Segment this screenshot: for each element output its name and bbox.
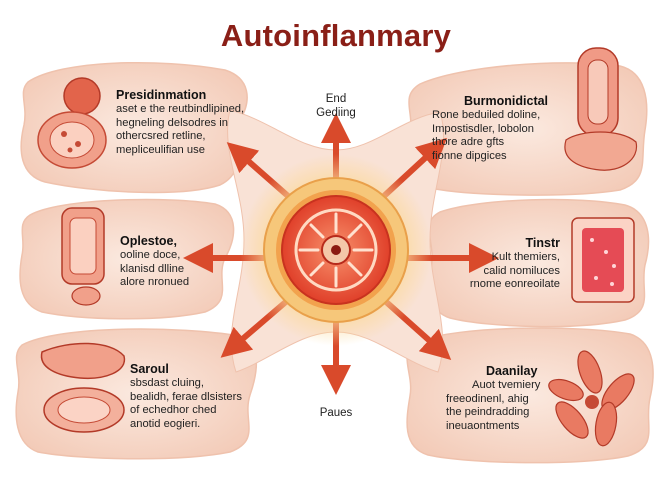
panel-line: Kult themiers, [491, 251, 560, 263]
panel-heading: Daanilay [486, 364, 538, 378]
cell-illustration-mid-right [571, 217, 635, 303]
panel-bot-left: Saroul sbsdast cluing, bealidh, ferae dl… [130, 362, 242, 431]
panel-line: thore adre gfts [432, 136, 505, 148]
panel-heading: Burmonidictal [464, 94, 549, 108]
top-center-label-line2: Gediing [316, 107, 356, 119]
cell-illustration-mid-left [61, 207, 105, 306]
panel-line: ooline doce, [120, 249, 181, 261]
panel-line: freeodinenl, ahig [446, 392, 529, 405]
panel-top-left: Presidinmation aset e the reutbindlipine… [116, 88, 244, 157]
central-cell [240, 154, 432, 346]
top-center-label-line1: End [325, 93, 347, 105]
panel-heading: Presidinmation [116, 88, 207, 102]
panel-line: klanisd dlline [120, 262, 185, 275]
panel-heading: Saroul [130, 362, 169, 376]
top-center-label: End Gediing [306, 92, 366, 120]
panel-line: othercsred retline, [116, 130, 206, 142]
panel-line: hegneling delsodres in [116, 116, 228, 129]
cell-illustration-bot-right [548, 350, 635, 447]
panel-line: Rone beduiled doline, [432, 109, 541, 121]
cell-illustration-bot-left [40, 342, 126, 433]
cell-illustration-top-right [564, 47, 638, 171]
panel-line: calid nomiluces [483, 264, 560, 277]
panel-line: Impostisdler, lobolon [432, 122, 534, 135]
panel-line: rnome eonreoilate [469, 278, 560, 290]
panel-line: aset e the reutbindlipined, [116, 103, 245, 115]
diagram-title: Autoinflanmary [220, 18, 452, 53]
panel-mid-left: Oplestoe, ooline doce, klanisd dlline al… [120, 234, 189, 290]
panel-top-right: Burmonidictal Rone beduiled doline, Impo… [432, 94, 548, 163]
panel-line: mepliceulifian use [116, 143, 205, 156]
bottom-center-label: Paues [319, 407, 353, 419]
cell-illustration-top-left [37, 77, 107, 169]
panel-line: the peindradding [446, 406, 530, 418]
panel-line: Auot tvemiery [472, 379, 541, 391]
panel-bot-right: Daanilay Auot tvemiery freeodinenl, ahig… [446, 364, 540, 433]
panel-line: fionne dipgices [432, 149, 507, 162]
panel-heading: Tinstr [525, 236, 561, 250]
panel-line: of echedhor ched [130, 404, 217, 416]
panel-heading: Oplestoe, [120, 234, 177, 248]
panel-mid-right: Tinstr Kult themiers, calid nomiluces rn… [460, 236, 560, 292]
panel-line: sbsdast cluing, [130, 377, 205, 389]
panel-line: ineuaontments [446, 419, 520, 432]
panel-line: alore nronued [120, 276, 190, 288]
panel-line: bealidh, ferae dlsisters [130, 390, 242, 403]
panel-line: anotid eogieri. [130, 417, 201, 430]
